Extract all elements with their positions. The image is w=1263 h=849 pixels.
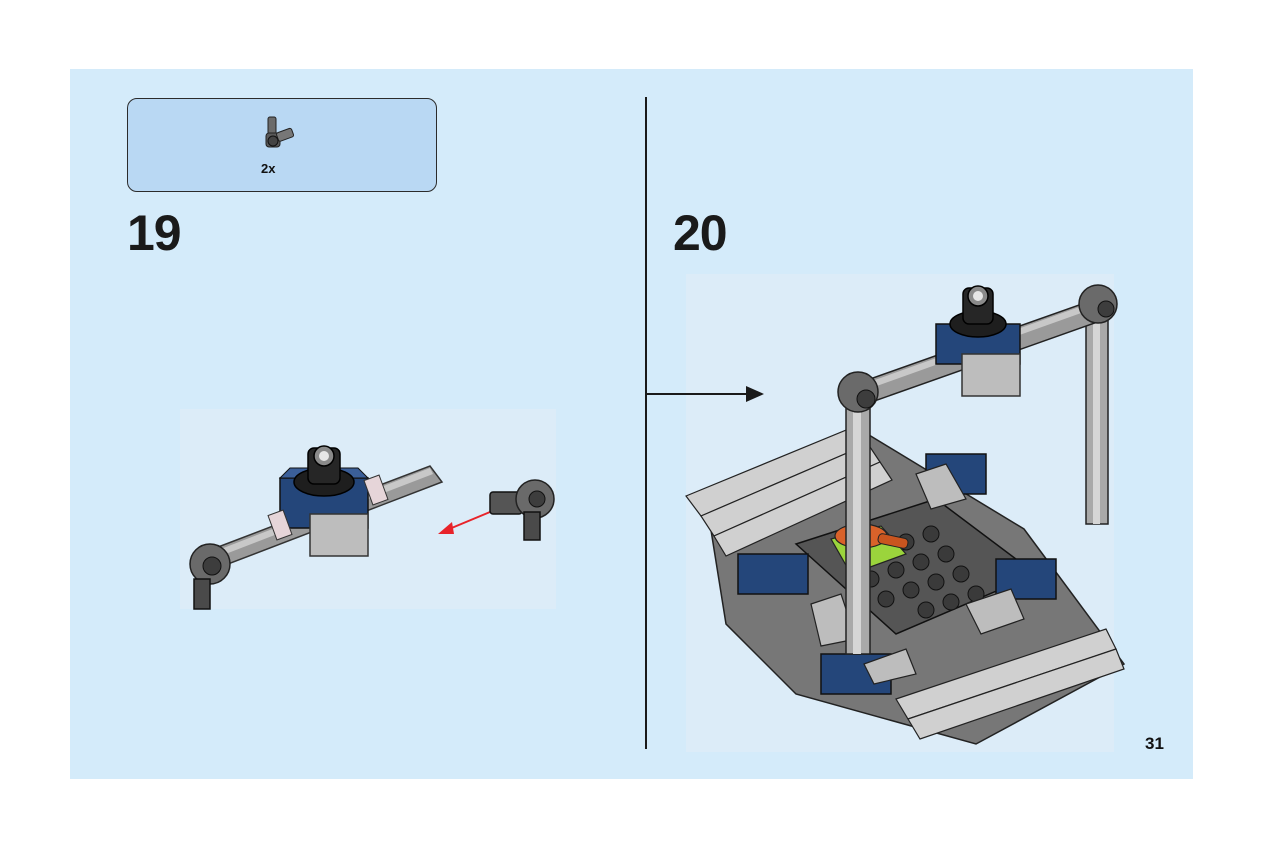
step-20-assembly-illustration <box>646 274 1116 774</box>
page-number: 31 <box>1145 734 1164 754</box>
part-quantity: 2x <box>261 161 275 176</box>
step-19-assembly-illustration <box>180 404 560 624</box>
technic-connector-part-icon <box>253 113 313 163</box>
step-number-19: 19 <box>127 204 181 262</box>
parts-callout: 2x <box>127 98 437 192</box>
step-number-20: 20 <box>673 204 727 262</box>
instruction-page: 2x 19 20 <box>70 69 1193 779</box>
